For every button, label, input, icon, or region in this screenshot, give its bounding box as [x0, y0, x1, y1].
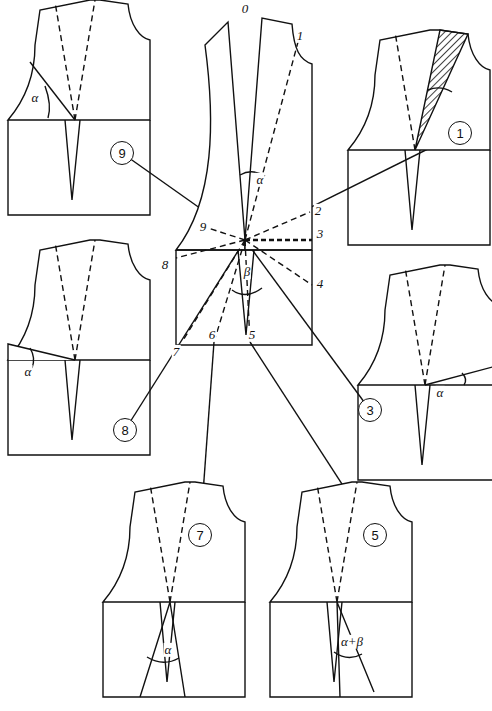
angle-label: α: [256, 173, 265, 187]
point-number: 0: [241, 2, 250, 16]
angle-label: β: [243, 265, 251, 279]
callout-circle: 3: [358, 398, 382, 422]
point-number: 3: [316, 227, 325, 241]
callout-circle: 8: [113, 418, 137, 442]
point-number: 5: [248, 328, 257, 342]
callout-circle: 1: [448, 121, 472, 145]
callout-circle: 5: [363, 523, 387, 547]
callout-number: 7: [196, 529, 203, 542]
callout-number: 9: [118, 147, 125, 160]
point-number: 6: [208, 328, 217, 342]
callout-number: 3: [366, 404, 373, 417]
callout-number: 5: [371, 529, 378, 542]
point-number: 1: [296, 29, 305, 43]
point-number: 7: [172, 345, 181, 359]
point-number: 8: [161, 258, 170, 272]
angle-label: α: [164, 643, 173, 657]
angle-label: α: [24, 365, 33, 379]
angle-label: α: [436, 386, 445, 400]
callout-number: 1: [456, 127, 463, 140]
callout-number: 8: [121, 424, 128, 437]
angle-label: α: [31, 91, 40, 105]
point-number: 4: [316, 277, 325, 291]
callout-circle: 9: [110, 141, 134, 165]
point-number: 2: [314, 204, 323, 218]
angle-label: α+β: [340, 635, 364, 649]
point-number: 9: [199, 220, 208, 234]
callout-circle: 7: [188, 523, 212, 547]
